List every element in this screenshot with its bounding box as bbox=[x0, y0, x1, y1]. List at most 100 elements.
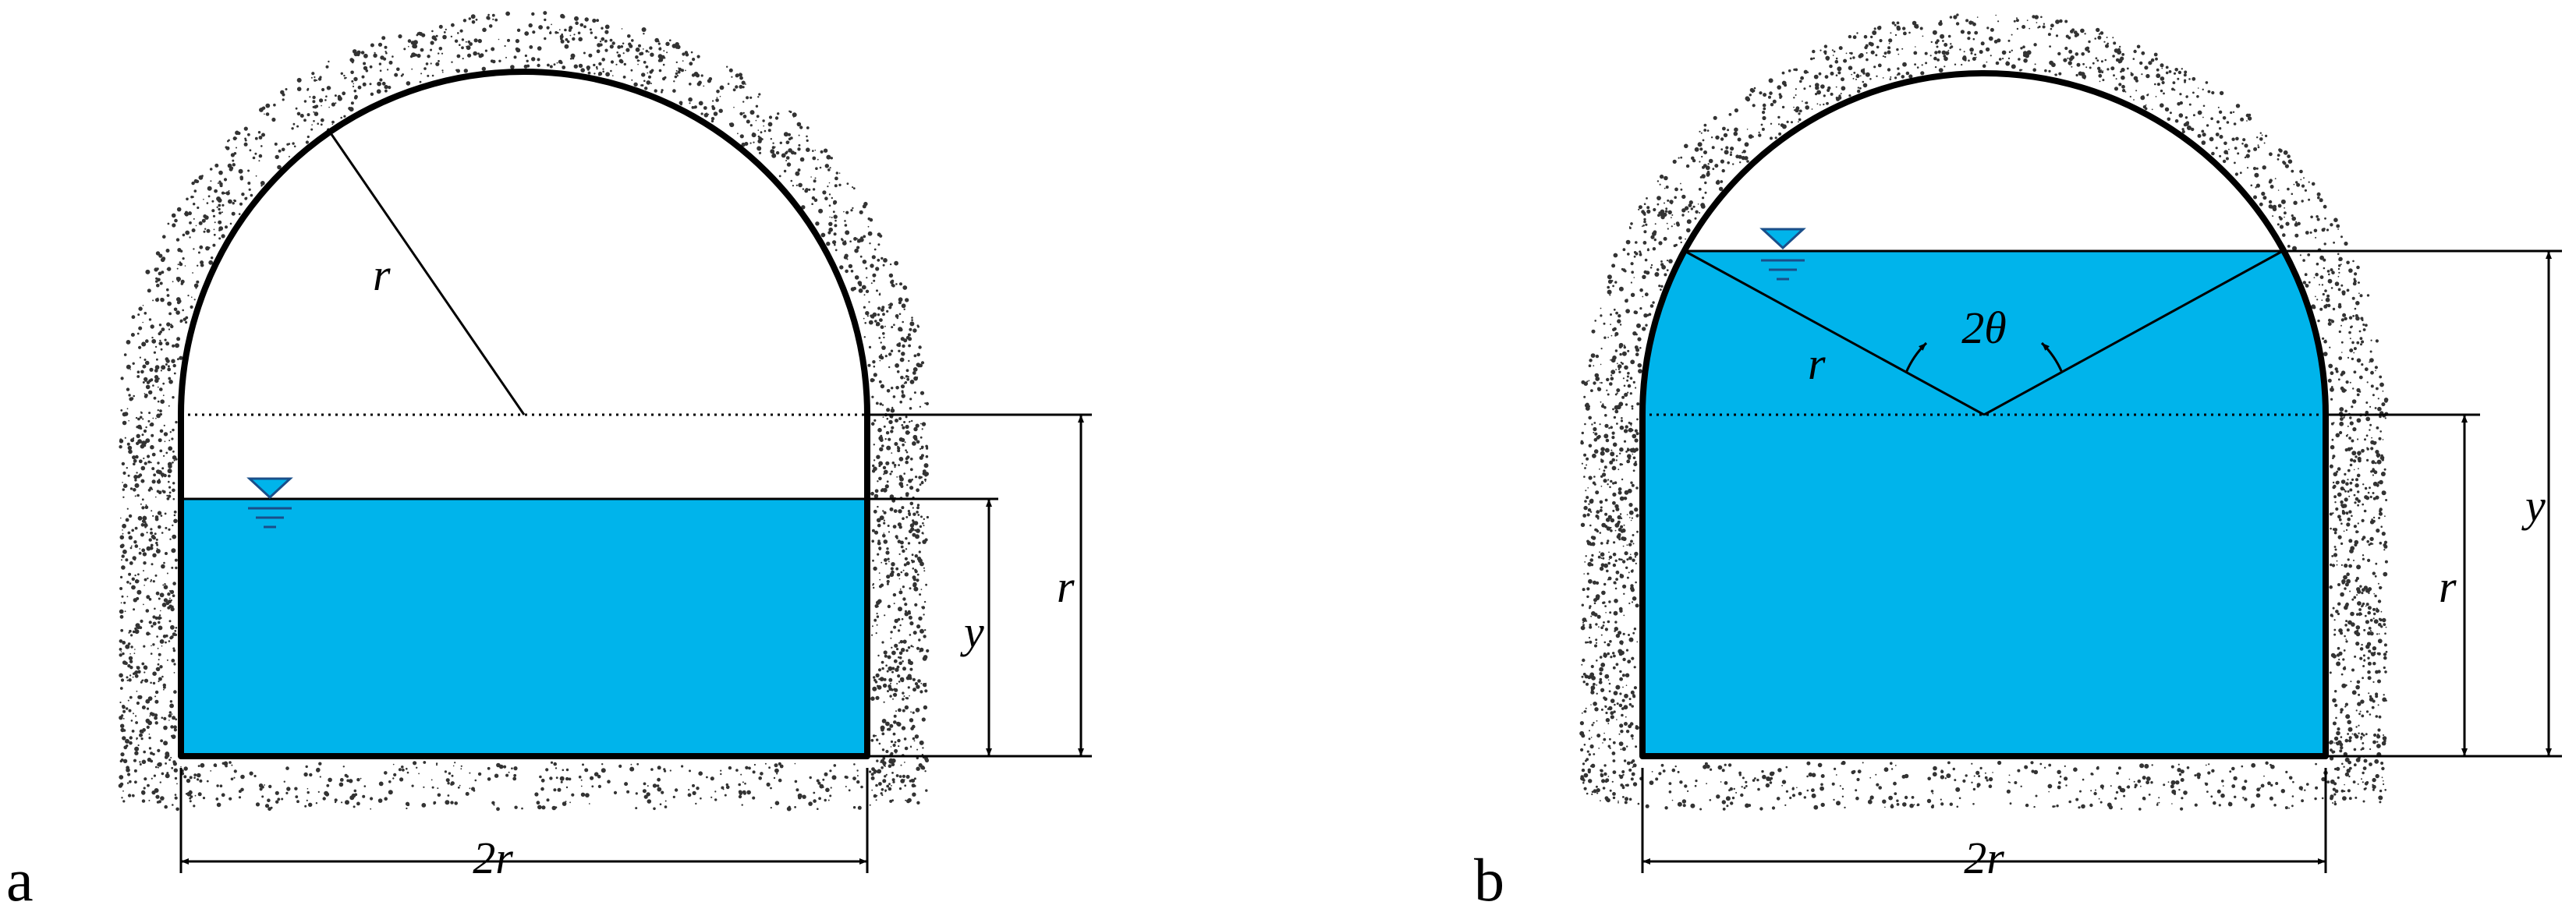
rock-speckle bbox=[212, 214, 216, 217]
rock-speckle bbox=[2338, 302, 2342, 306]
rock-speckle bbox=[2367, 558, 2371, 563]
rock-speckle bbox=[315, 802, 318, 805]
rock-speckle bbox=[744, 782, 746, 785]
rock-speckle bbox=[2245, 154, 2250, 158]
rock-speckle bbox=[2014, 781, 2018, 784]
rock-speckle bbox=[627, 34, 631, 38]
rock-speckle bbox=[1599, 500, 1603, 504]
rock-speckle bbox=[905, 775, 910, 779]
rock-speckle bbox=[898, 475, 903, 479]
rock-speckle bbox=[149, 696, 152, 699]
rock-speckle bbox=[812, 156, 817, 161]
rock-speckle bbox=[1630, 777, 1634, 781]
rock-speckle bbox=[1876, 26, 1882, 30]
rock-speckle bbox=[218, 170, 223, 175]
rock-speckle bbox=[2308, 198, 2311, 201]
rock-speckle bbox=[1678, 236, 1682, 240]
rock-speckle bbox=[2336, 560, 2338, 562]
rock-speckle bbox=[2332, 787, 2336, 791]
rock-speckle bbox=[431, 30, 434, 33]
rock-speckle bbox=[2375, 339, 2379, 343]
rock-speckle bbox=[2141, 51, 2145, 55]
rock-speckle bbox=[2040, 16, 2043, 19]
rock-speckle bbox=[1968, 59, 1970, 62]
rock-speckle bbox=[752, 796, 756, 800]
rock-speckle bbox=[126, 408, 129, 410]
rock-speckle bbox=[1586, 792, 1589, 795]
rock-speckle bbox=[1700, 132, 1703, 134]
rock-speckle bbox=[122, 800, 126, 803]
rock-speckle bbox=[622, 42, 625, 44]
rock-speckle bbox=[1590, 664, 1594, 669]
rock-speckle bbox=[1603, 469, 1606, 472]
rock-speckle bbox=[903, 563, 907, 567]
rock-speckle bbox=[876, 615, 880, 618]
rock-speckle bbox=[2013, 19, 2016, 23]
rock-speckle bbox=[2191, 127, 2195, 132]
rock-speckle bbox=[129, 369, 131, 370]
rock-speckle bbox=[1962, 55, 1967, 59]
rock-speckle bbox=[129, 487, 133, 490]
rock-speckle bbox=[1743, 787, 1746, 790]
rock-speckle bbox=[172, 804, 174, 806]
rock-speckle bbox=[128, 678, 132, 682]
rock-speckle bbox=[2277, 189, 2280, 191]
rock-speckle bbox=[2323, 267, 2326, 270]
rock-speckle bbox=[1595, 354, 1600, 359]
rock-speckle bbox=[2330, 287, 2333, 289]
rock-speckle bbox=[197, 773, 201, 778]
rock-speckle bbox=[447, 794, 450, 797]
rock-speckle bbox=[344, 773, 348, 777]
rock-speckle bbox=[557, 787, 562, 792]
rock-speckle bbox=[120, 517, 122, 519]
rock-speckle bbox=[1619, 670, 1622, 674]
rock-speckle bbox=[1631, 483, 1635, 487]
rock-speckle bbox=[1849, 57, 1852, 60]
rock-speckle bbox=[2042, 25, 2046, 29]
rock-speckle bbox=[888, 531, 891, 533]
rock-speckle bbox=[1949, 16, 1953, 19]
rock-speckle bbox=[239, 202, 243, 206]
rock-speckle bbox=[1853, 72, 1856, 74]
rock-speckle bbox=[2160, 103, 2164, 108]
rock-speckle bbox=[467, 53, 472, 58]
rock-speckle bbox=[159, 592, 165, 598]
rock-speckle bbox=[868, 320, 873, 325]
rock-speckle bbox=[191, 296, 193, 299]
rock-speckle bbox=[1623, 614, 1625, 617]
rock-speckle bbox=[2284, 211, 2287, 215]
rock-speckle bbox=[1614, 529, 1617, 532]
rock-speckle bbox=[2341, 762, 2344, 766]
rock-speckle bbox=[1624, 551, 1628, 556]
rock-speckle bbox=[884, 562, 888, 565]
rock-speckle bbox=[1632, 543, 1635, 545]
rock-speckle bbox=[883, 532, 885, 534]
rock-speckle bbox=[508, 771, 510, 773]
rock-speckle bbox=[296, 800, 299, 804]
rock-speckle bbox=[128, 449, 133, 454]
rock-speckle bbox=[559, 61, 563, 65]
rock-speckle bbox=[160, 515, 163, 517]
rock-speckle bbox=[477, 38, 482, 44]
rock-speckle bbox=[1629, 517, 1631, 518]
rock-speckle bbox=[2335, 370, 2339, 373]
rock-speckle bbox=[2333, 422, 2335, 424]
rock-speckle bbox=[2115, 78, 2117, 80]
rock-speckle bbox=[1778, 132, 1782, 136]
rock-speckle bbox=[912, 560, 916, 563]
rock-speckle bbox=[630, 69, 633, 72]
rock-speckle bbox=[813, 179, 817, 183]
rock-speckle bbox=[159, 781, 161, 783]
rock-speckle bbox=[134, 479, 137, 482]
rock-speckle bbox=[886, 670, 889, 673]
rock-speckle bbox=[143, 457, 145, 460]
rock-speckle bbox=[232, 159, 235, 162]
rock-speckle bbox=[1820, 802, 1825, 808]
rock-speckle bbox=[1666, 260, 1669, 262]
rock-speckle bbox=[707, 79, 712, 83]
rock-speckle bbox=[2369, 618, 2373, 622]
rock-speckle bbox=[2366, 447, 2369, 451]
rock-speckle bbox=[2355, 478, 2358, 482]
rock-speckle bbox=[2326, 228, 2330, 232]
rock-speckle bbox=[496, 807, 500, 812]
